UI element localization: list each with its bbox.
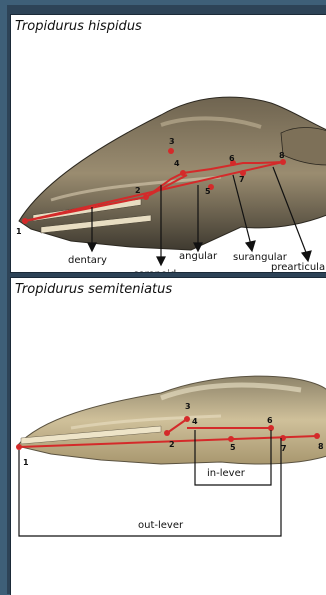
label-angular: angular <box>179 251 218 262</box>
landmark-1: 1 <box>23 458 29 467</box>
label-prearticular: prearticular <box>271 262 326 272</box>
label-coronoid: coronoid <box>133 269 176 272</box>
label-out-lever: out-lever <box>138 520 184 531</box>
landmark-3: 3 <box>169 137 175 146</box>
landmark-6: 6 <box>267 416 273 425</box>
species-title: Tropidurus hispidus <box>15 19 142 34</box>
skull-diagram-hispidus: 1 2 3 4 5 6 7 8 dentary coronoid angular <box>11 15 326 272</box>
label-in-lever: in-lever <box>207 468 246 479</box>
landmark-4: 4 <box>174 159 180 168</box>
landmark-5: 5 <box>230 443 236 452</box>
landmark-4: 4 <box>192 417 198 426</box>
label-dentary: dentary <box>68 255 107 266</box>
landmark-7: 7 <box>239 175 245 184</box>
landmark-6: 6 <box>229 154 235 163</box>
skull-diagram-semiteniatus: 1 2 3 4 5 6 7 8 in-lever out-lever <box>11 278 326 595</box>
landmark-3: 3 <box>185 402 191 411</box>
landmark-1: 1 <box>16 227 22 236</box>
landmark-2: 2 <box>169 440 175 449</box>
panel-tropidurus-hispidus: Tropidurus hispidus <box>10 14 326 273</box>
landmark-8: 8 <box>279 151 285 160</box>
species-title: Tropidurus semiteniatus <box>15 282 172 297</box>
landmark-5: 5 <box>205 187 211 196</box>
landmark-2: 2 <box>135 186 141 195</box>
landmark-7: 7 <box>281 444 287 453</box>
landmark-8: 8 <box>318 442 324 451</box>
panel-tropidurus-semiteniatus: Tropidurus semiteniatus <box>10 277 326 595</box>
